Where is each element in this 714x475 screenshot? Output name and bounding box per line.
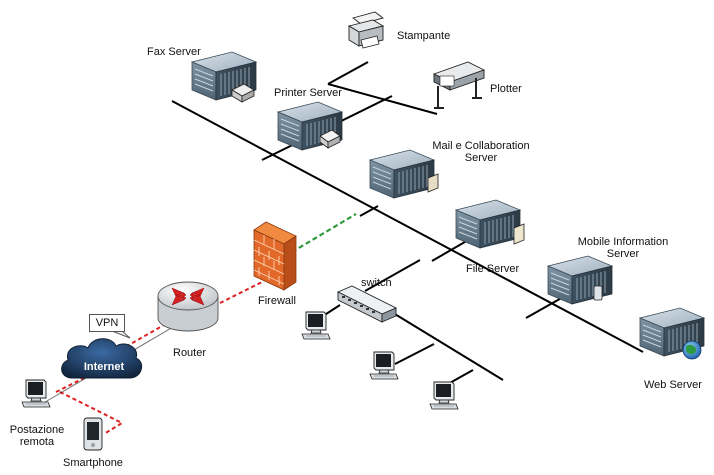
label-web-server: Web Server [644, 379, 702, 391]
mobile-server-icon [547, 255, 613, 305]
link-plotter-branch [327, 83, 438, 115]
workstation-3-icon [429, 381, 459, 410]
router-icon [157, 281, 219, 332]
link-mobile-server [525, 295, 566, 319]
link-mail-server [359, 205, 379, 217]
plotter-icon [432, 61, 486, 109]
label-router: Router [173, 347, 207, 359]
label-internet: Internet [83, 361, 125, 373]
workstation-1-icon [301, 311, 331, 340]
mail-server-icon [369, 149, 439, 199]
link-switch-pc-branch [384, 307, 504, 381]
backbone-links [171, 61, 644, 385]
link-smartphone [59, 391, 125, 435]
link-file-server [431, 238, 471, 262]
firewall-icon [253, 221, 297, 291]
printer-server-icon [277, 101, 343, 151]
label-switch: switch [361, 277, 392, 289]
label-fax-server: Fax Server [147, 46, 201, 58]
fax-server-icon [191, 51, 257, 103]
link-remote-internet [55, 377, 85, 393]
label-stampante: Stampante [397, 30, 451, 42]
link-stampante [327, 61, 369, 85]
file-server-icon [455, 199, 525, 249]
remote-station-icon [21, 379, 51, 408]
printer-icon [347, 11, 385, 49]
label-printer-server: Printer Server [274, 87, 342, 99]
web-server-icon [639, 307, 705, 360]
dmz-link [291, 213, 357, 253]
link-router-firewall [219, 281, 263, 304]
smartphone-icon [83, 417, 103, 451]
vpn-callout-pointer [111, 330, 131, 339]
label-firewall: Firewall [258, 295, 296, 307]
workstation-2-icon [369, 351, 399, 380]
label-plotter: Plotter [490, 83, 522, 95]
switch-icon [336, 285, 398, 323]
link-backbone-switch [364, 259, 421, 292]
label-smartphone: Smartphone [63, 457, 123, 469]
label-file-server: File Server [466, 263, 520, 275]
link-pc2 [394, 343, 435, 365]
main-backbone [171, 100, 644, 353]
cloud-icon [61, 338, 143, 379]
label-vpn: VPN [89, 314, 125, 332]
